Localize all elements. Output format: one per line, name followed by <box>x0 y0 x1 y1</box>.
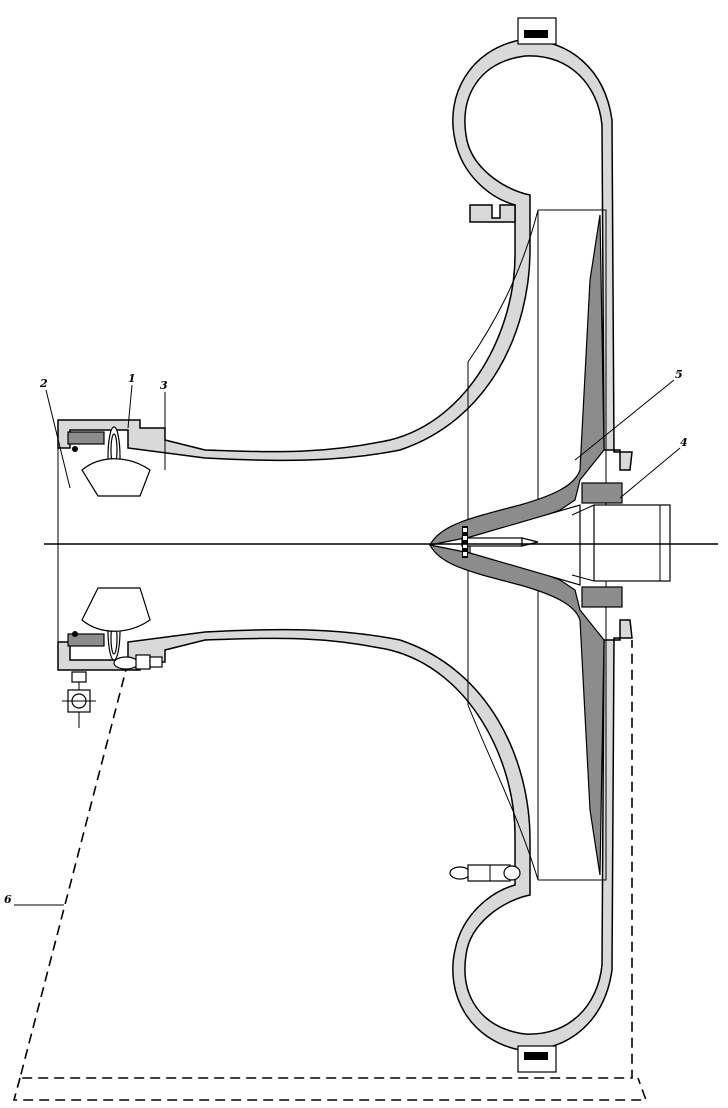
leader-4 <box>619 447 681 499</box>
lower-clamp-insert <box>524 1052 548 1060</box>
callout-5: 5 <box>675 368 683 381</box>
leader-2 <box>45 389 71 489</box>
lower-inlet-assembly <box>62 587 163 728</box>
hub-bearing <box>571 482 671 608</box>
callout-1: 1 <box>128 372 136 385</box>
upper-inlet-assembly <box>67 426 151 497</box>
dashed-enclosure-outline <box>12 640 648 1101</box>
upper-clamp-insert <box>524 30 548 38</box>
upper-volute-housing <box>57 17 633 471</box>
axis-probe <box>461 526 539 558</box>
callout-4: 4 <box>680 436 688 449</box>
leader-5 <box>574 379 675 461</box>
callout-labels: 1 2 3 4 5 6 <box>4 368 688 906</box>
leader-1 <box>127 384 133 429</box>
callout-3: 3 <box>160 379 168 392</box>
callout-2: 2 <box>39 377 48 390</box>
callout-6: 6 <box>4 893 12 906</box>
lower-bolt <box>449 864 521 882</box>
lower-volute-housing <box>57 619 633 1073</box>
callout-leaders <box>14 379 681 906</box>
